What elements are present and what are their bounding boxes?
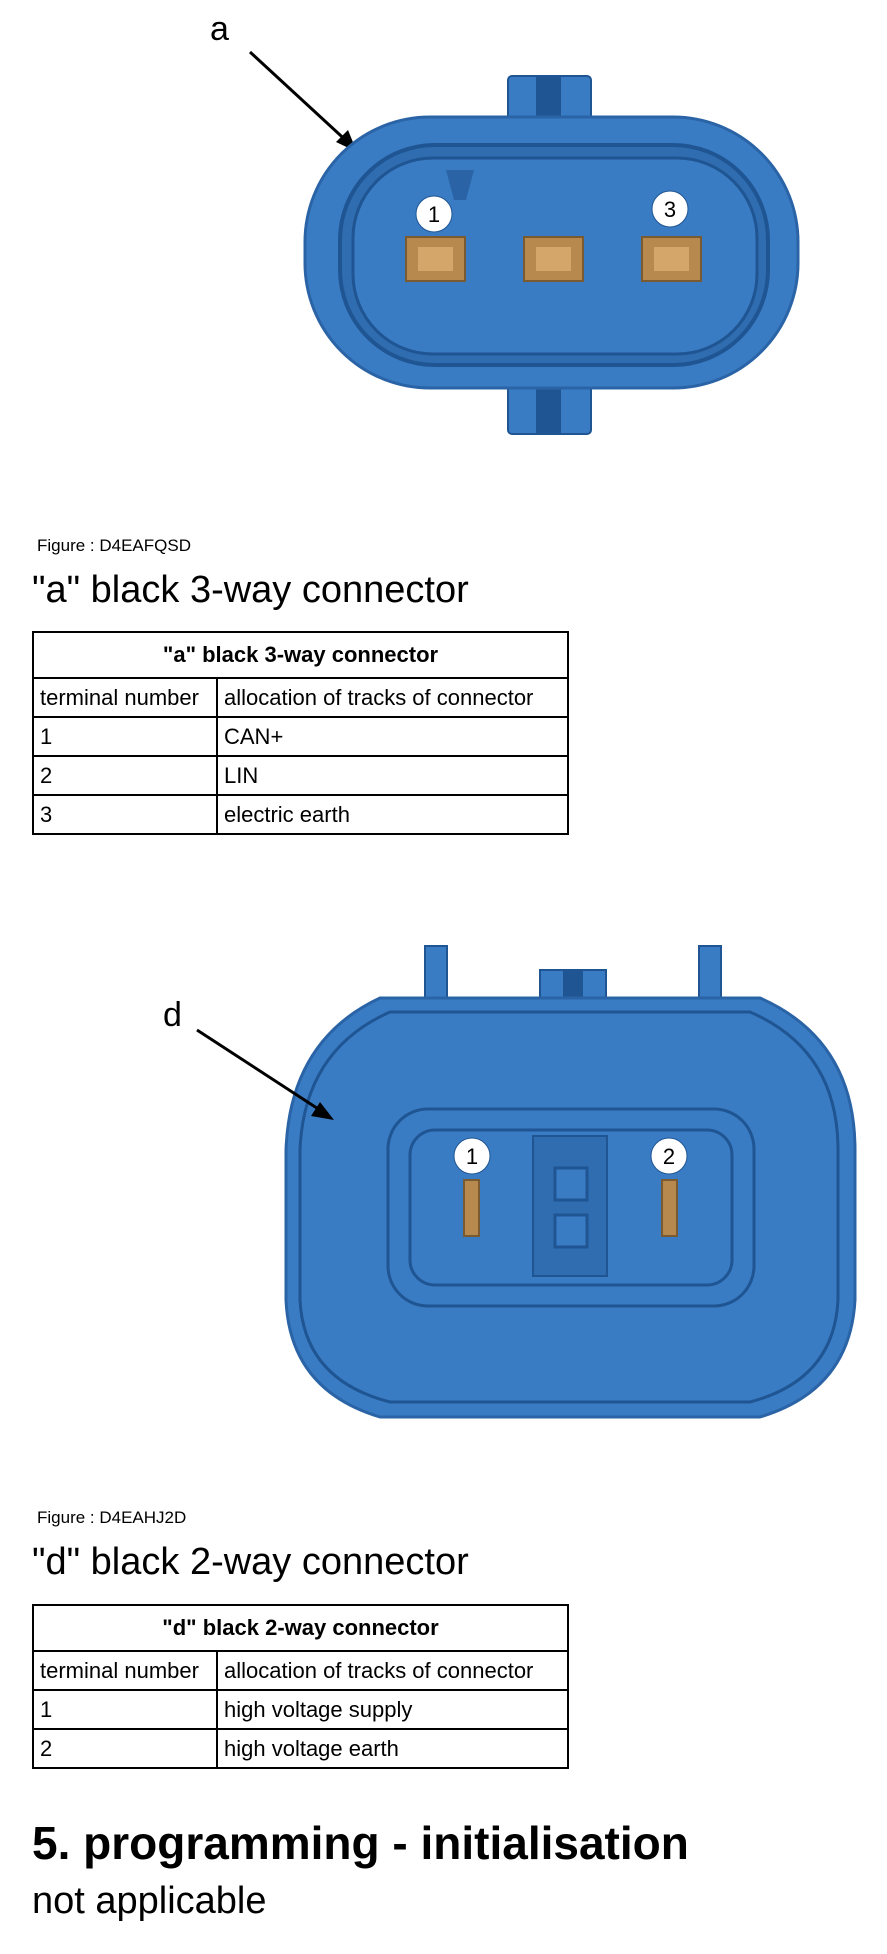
connector-d-center-latch [532,1135,608,1277]
terminal-number-cell: 3 [32,794,218,835]
terminal-number-cell: 2 [32,755,218,796]
figure-d-heading: "d" black 2-way connector [32,1541,469,1583]
connector-a-key [446,170,474,200]
pin-1-marker [453,1137,491,1175]
callout-a-arrow [248,50,354,148]
section-title: 5. programming - initialisation [32,1817,689,1869]
terminal-number-cell: 2 [32,1728,218,1769]
table-title-row: "a" black 3-way connector [32,631,569,679]
pin-1-label: 1 [466,1144,478,1169]
connector-a-illustration: a 1 3 [210,10,800,435]
connector-d-illustration: d 1 2 [163,945,857,1419]
connector-d-pin-1 [463,1179,480,1237]
allocation-cell: high voltage earth [216,1728,569,1769]
column-header: allocation of tracks of connector [216,1650,569,1691]
section-body: not applicable [32,1880,267,1922]
callout-d-arrow [196,1028,327,1116]
figure-a-heading: "a" black 3-way connector [32,569,469,611]
allocation-cell: LIN [216,755,569,796]
pin-2-marker [650,1137,688,1175]
figure-d-caption: Figure : D4EAHJ2D [37,1508,187,1527]
pin-1-label: 1 [428,202,440,227]
table-title-row: "d" black 2-way connector [32,1604,569,1652]
callout-a-label: a [210,10,229,48]
allocation-cell: CAN+ [216,716,569,757]
table-title: "a" black 3-way connector [32,631,569,679]
arrow-head-icon [311,1102,334,1120]
connector-a-pins [405,236,702,282]
terminal-number-cell: 1 [32,1689,218,1730]
pin-2-label: 2 [663,1144,675,1169]
column-header: allocation of tracks of connector [216,677,569,718]
allocation-cell: electric earth [216,794,569,835]
latch-square [553,1213,589,1249]
callout-d-label: d [163,996,182,1034]
connector-d-rim [298,1010,840,1404]
connector-d-pin-2 [661,1179,678,1237]
allocation-cell: high voltage supply [216,1689,569,1730]
pin-3-marker [651,190,689,228]
column-header: terminal number [32,677,218,718]
table-title: "d" black 2-way connector [32,1604,569,1652]
column-header: terminal number [32,1650,218,1691]
pin-3-label: 3 [664,197,676,222]
terminal-number-cell: 1 [32,716,218,757]
pin-1-marker [415,195,453,233]
latch-square [553,1166,589,1202]
figure-a-caption: Figure : D4EAFQSD [37,536,191,555]
